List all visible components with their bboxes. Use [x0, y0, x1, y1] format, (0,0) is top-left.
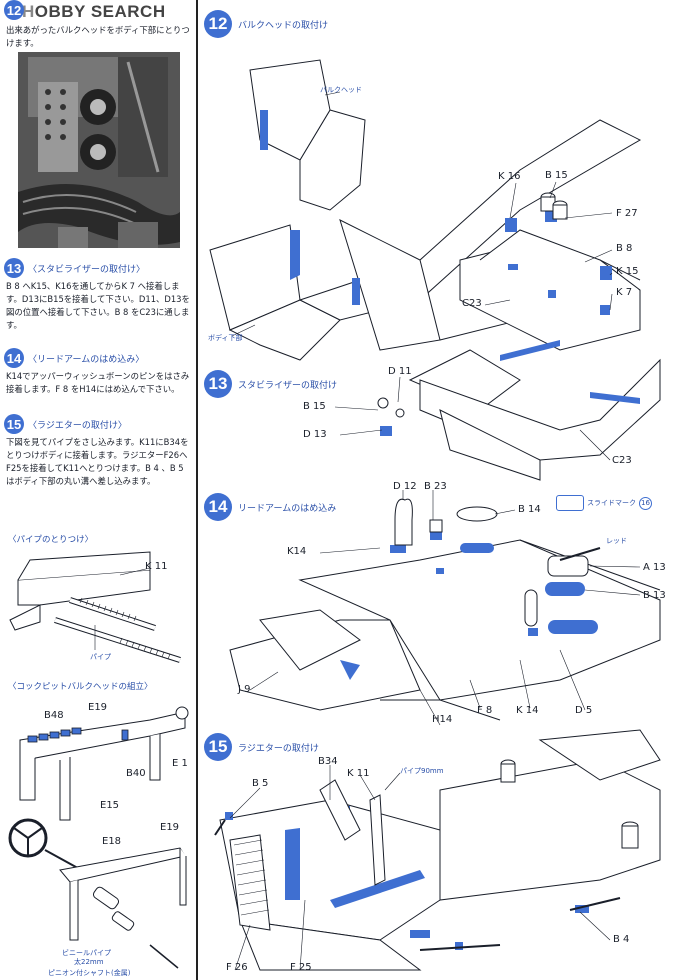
label-f27: F 27 — [616, 208, 638, 219]
label-c23-bottom: C23 — [612, 455, 632, 466]
label-k16: K 16 — [498, 171, 521, 182]
slide-mark-number: 16 — [639, 496, 652, 510]
label-d11: D 11 — [388, 366, 412, 377]
label-b8: B 8 — [616, 243, 633, 254]
cockpit-label-e1: E 1 — [172, 758, 188, 769]
cockpit-label-e15: E15 — [100, 800, 120, 811]
column-divider — [196, 0, 198, 980]
label-b13: B 13 — [643, 590, 666, 601]
cockpit-label-b48: B48 — [44, 710, 64, 721]
s15-text: 下図を見てパイプをさし込みます。K11にB34をとりつけボディに接着します。ラジ… — [6, 437, 189, 486]
engine-photo-art — [18, 52, 180, 248]
label-j9: J 9 — [238, 684, 251, 695]
slide-mark-text: スライドマーク — [587, 499, 636, 507]
label-f26: F 26 — [226, 962, 248, 973]
label-k7: K 7 — [616, 287, 633, 298]
label-k11: K 11 — [347, 768, 370, 779]
brand-logo: HOBBY SEARCH — [22, 2, 166, 21]
cockpit-label-e18: E18 — [102, 836, 122, 847]
slide-mark-callout: スライドマーク 16 — [556, 495, 652, 511]
label-b4: B 4 — [613, 934, 630, 945]
label-f25: F 25 — [290, 962, 312, 973]
label-b15-top: B 15 — [545, 170, 568, 181]
cockpit-label-e19a: E19 — [88, 702, 108, 713]
label-d5: D 5 — [575, 705, 593, 716]
label-pipe90: パイプ90mm — [400, 767, 444, 775]
pipe-label-k11: K 11 — [145, 561, 168, 572]
label-d13: D 13 — [303, 429, 327, 440]
label-f8: F 8 — [477, 705, 493, 716]
label-k15: K 15 — [616, 266, 639, 277]
label-k14-bottom: K 14 — [516, 705, 539, 716]
cockpit-label-vinyl: ビニールパイプ — [62, 949, 111, 957]
label-a13: A 13 — [643, 562, 666, 573]
s13-heading: 13〈スタビライザーの取付け〉 — [4, 258, 145, 278]
label-b34: B34 — [318, 756, 338, 767]
intro-step-badge: 12 — [4, 0, 24, 20]
label-bulkhead: バルクヘッド — [320, 86, 362, 94]
label-h14: H14 — [432, 714, 453, 725]
label-red: レッド — [606, 537, 627, 545]
label-body-lower: ボディ下部 — [208, 334, 243, 342]
label-b5: B 5 — [252, 778, 269, 789]
label-b14-top: B 14 — [518, 504, 541, 515]
s13-text: B 8 へK15、K16を通してからK 7 へ接着します。D13にB15を接着し… — [6, 281, 190, 330]
s14-heading: 14〈リードアームのはめ込み〉 — [4, 348, 144, 368]
cockpit-label-b40: B40 — [126, 768, 146, 779]
s15-heading: 15〈ラジエターの取付け〉 — [4, 414, 127, 434]
slide-mark-box — [556, 495, 584, 511]
label-b23: B 23 — [424, 481, 447, 492]
label-b15-left: B 15 — [303, 401, 326, 412]
cockpit-title: 〈コックピットバルクヘッドの組立〉 — [8, 682, 153, 692]
s14-text: K14でアッパーウィッシュボーンのピンをはさみ接着します。F 8 をH14にはめ… — [6, 371, 190, 394]
cockpit-label-vinyl-len: 太22mm — [74, 958, 104, 966]
pipe-title: 〈パイプのとりつけ〉 — [8, 535, 94, 545]
intro-text: 出来あがったバルクヘッドをボディ下部にとりつけます。 — [6, 25, 190, 48]
engine-photo — [18, 52, 180, 248]
pipe-label-pipe: パイプ — [90, 653, 111, 661]
cockpit-label-e19b: E19 — [160, 822, 180, 833]
cockpit-label-shaft: ピニオン付シャフト(金属) — [48, 969, 131, 977]
left-diagrams — [8, 551, 189, 969]
label-c23-top: C23 — [462, 298, 482, 309]
label-k14-left: K14 — [287, 546, 307, 557]
label-d12: D 12 — [393, 481, 417, 492]
